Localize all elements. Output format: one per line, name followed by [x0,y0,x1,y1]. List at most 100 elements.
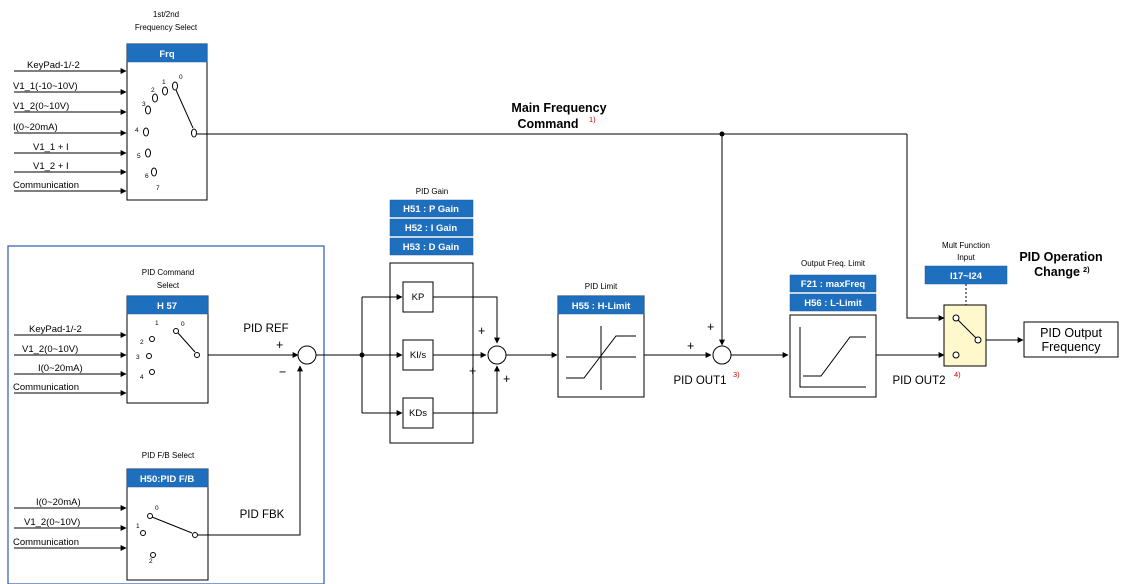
pid-command-input-label: Communication [13,382,79,393]
switch-position-label: 1 [162,79,166,86]
pid-control-outline [7,245,325,584]
switch-position-label: 3 [142,101,146,108]
switch-contact [152,93,158,103]
plus-sign: + [687,339,694,353]
multi-function-switch-block: Mult Function Input I17~I24 [924,241,1008,367]
pid-gain-block: PID Gain H51 : P Gain H52 : I Gain H53 :… [316,187,510,444]
freq-select-param-header [126,43,208,63]
switch-contact [150,552,156,558]
pid-gain-title: PID Gain [416,187,448,196]
pid-fb-select-block: PID F/B Select H50:PID F/B I(0~20mA) V1_… [13,451,209,581]
multi-function-title-1: Mult Function [942,241,990,250]
main-frequency-label-2: Command [517,117,578,131]
pid-summing-junction [487,345,507,365]
i-gain-label: KI/s [410,350,427,361]
pid-fbk-line [198,365,303,536]
pid-ref-label: PID REF [243,323,288,335]
pid-limit-title: PID Limit [585,282,618,291]
freq-select-param: Frq [159,49,175,60]
switch-arm [175,89,194,129]
switch-contact [151,167,157,177]
switch-position-label: 0 [179,74,183,81]
plus-sign: + [478,324,485,338]
output-limit-box [789,314,877,398]
freq-input-label: KeyPad-1/-2 [27,60,80,71]
switch-contact [145,105,151,115]
switch-position-label: 0 [181,321,185,328]
switch-position-label: 2 [149,558,153,565]
pid-output-frequency-box [1023,321,1119,358]
switch-common [191,128,197,138]
output-limit-max-param: F21 : maxFreq [801,279,866,290]
switch-common [974,336,982,344]
switch-contact [149,336,155,342]
freq-select-title-2: Frequency Select [135,23,198,32]
switch-position-label: 7 [156,185,160,192]
output-limit-title: Output Freq. Limit [801,259,866,268]
pid-command-param-header [126,295,209,315]
main-frequency-to-switch [906,134,945,321]
switch-contact [952,314,960,322]
pid-gain-param-header [389,218,474,237]
pid-limit-param-header [557,295,645,315]
output-limit-min-param: H56 : L-Limit [804,298,862,309]
freq-input-label: Communication [13,180,79,191]
pid-fbk-label: PID FBK [240,509,285,521]
pid-out1-label: PID OUT1 [673,375,726,387]
pid-command-title-2: Select [157,281,180,290]
error-summing-junction [297,345,317,365]
plus-sign: + [503,372,510,386]
switch-position-label: 5 [137,153,141,160]
switch-position-label: 2 [151,87,155,94]
switch-contact [145,148,151,158]
switch-common [194,352,200,358]
switch-position-label: 4 [135,127,139,134]
switch-position-label: 1 [155,320,159,327]
pid-fb-input-label: Communication [13,537,79,548]
pid-operation-change-1: PID Operation [1019,250,1102,264]
switch-contact [172,81,178,91]
pid-fb-title: PID F/B Select [142,451,195,460]
d-output-line [433,365,500,414]
output-limit-curve [803,336,866,377]
switch-common [192,532,198,538]
pid-gain-d-param: H53 : D Gain [403,242,460,253]
switch-position-label: 2 [140,339,144,346]
pid-limit-block: PID Limit H55 : H-Limit [557,282,645,398]
pid-fb-input-label: V1_2(0~10V) [24,517,80,528]
switch-position-label: 6 [145,173,149,180]
pid-fb-input-label: I(0~20mA) [36,497,81,508]
switch-position-label: 0 [155,505,159,512]
freq-input-label: V1_1 + I [33,142,69,153]
freq-input-label: V1_1(-10~10V) [13,81,78,92]
pid-operation-change-2: Change [1034,265,1080,279]
freq-input-label: I(0~20mA) [13,122,58,133]
pid-output-label-2: Frequency [1041,340,1101,354]
pid-command-input-label: V1_2(0~10V) [22,344,78,355]
pid-gain-p-param: H51 : P Gain [403,204,459,215]
pid-out2-label: PID OUT2 [892,375,945,387]
freq-input-label: V1_2(0~10V) [13,101,69,112]
pid-operation-change-note: 2) [1083,265,1090,274]
switch-arm [957,319,977,339]
output-summing-junction [712,345,732,365]
pid-fb-param: H50:PID F/B [140,474,195,485]
pid-gain-param-header [389,237,474,256]
pid-fb-box [126,468,209,581]
switch-contact [162,86,168,96]
pid-command-input-label: I(0~20mA) [38,363,83,374]
switch-arm [177,332,196,353]
pid-gain-i-param: H52 : I Gain [405,223,457,234]
switch-contact [147,513,153,519]
pid-gain-param-header [389,199,474,218]
switch-arm [151,516,193,534]
pid-command-title-1: PID Command [142,268,194,277]
limiter-curve [566,335,636,379]
pid-command-input-label: KeyPad-1/-2 [29,324,82,335]
pid-out2-note: 4) [954,370,961,379]
pid-output-label-1: PID Output [1040,326,1102,340]
minus-sign: − [279,365,286,379]
pid-limit-param: H55 : H-Limit [572,301,631,312]
pid-operation-switch[interactable] [943,304,987,367]
